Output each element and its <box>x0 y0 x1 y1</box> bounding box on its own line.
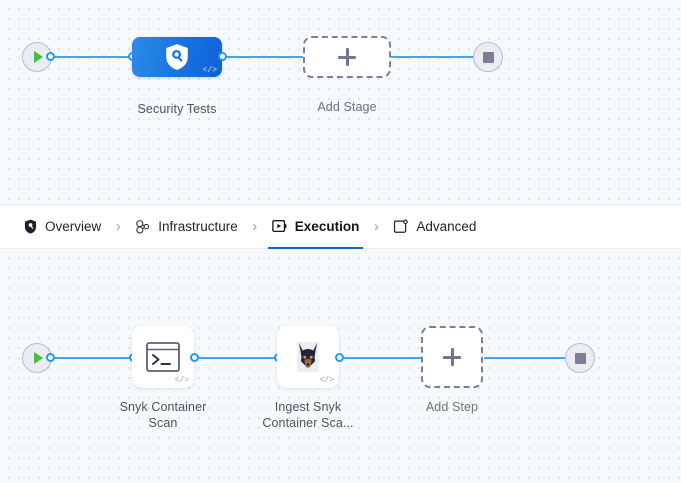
ingest-snyk-output-port[interactable] <box>335 353 344 362</box>
tab-overview-label: Overview <box>45 219 102 234</box>
step-caption-line2: Scan <box>148 416 178 430</box>
tab-execution[interactable]: Execution <box>267 205 364 250</box>
tab-overview[interactable]: Overview <box>18 205 105 249</box>
settings-box-icon <box>393 218 409 235</box>
add-stage-button[interactable] <box>303 36 391 78</box>
security-tests-output-port[interactable] <box>218 52 227 61</box>
stage-caption-security-tests: Security Tests <box>137 102 217 116</box>
step-code-badge: </> <box>319 376 334 385</box>
step-caption-line1: Add Step <box>425 400 479 414</box>
stage-code-badge: </> <box>202 66 217 75</box>
shield-search-icon <box>166 44 188 70</box>
snyk-container-scan-output-port[interactable] <box>190 353 199 362</box>
step-start-port[interactable] <box>46 353 55 362</box>
play-icon <box>34 51 43 63</box>
step-caption-add-step: Add Step <box>382 399 522 415</box>
step-caption-snyk-container-scan: Snyk Container Scan <box>93 399 233 431</box>
plus-icon <box>443 348 461 366</box>
stage-wire-security-to-add <box>214 56 304 58</box>
step-caption-line1: Ingest Snyk <box>274 400 342 414</box>
stage-caption-add-stage: Add Stage <box>317 100 377 114</box>
step-code-badge: </> <box>174 376 189 385</box>
stage-wire-start-to-security <box>48 56 140 58</box>
chevron-right-icon-2: › <box>252 218 258 235</box>
tab-advanced[interactable]: Advanced <box>389 205 480 249</box>
stop-icon <box>482 51 494 63</box>
stage-end-node[interactable] <box>473 42 503 72</box>
tab-infrastructure-label: Infrastructure <box>158 219 238 234</box>
step-caption-line2: Container Sca... <box>262 416 354 430</box>
step-wire-start-to-snyk <box>48 357 134 359</box>
stage-node-security-tests[interactable]: </> <box>132 37 222 77</box>
step-wire-add-to-end <box>484 357 570 359</box>
chevron-right-icon-3: › <box>373 218 379 235</box>
step-end-node[interactable] <box>565 343 595 373</box>
tab-execution-label: Execution <box>294 219 360 234</box>
stage-start-port[interactable] <box>46 52 55 61</box>
stage-canvas[interactable]: </> Security Tests Add Stage <box>0 0 681 204</box>
plus-icon <box>338 48 356 66</box>
step-node-snyk-container-scan[interactable]: </> <box>132 326 194 388</box>
stop-icon <box>574 352 586 364</box>
infrastructure-nodes-icon <box>135 219 151 235</box>
step-wire-snyk-to-ingest <box>195 357 281 359</box>
stage-wire-add-to-end <box>390 56 478 58</box>
execution-steps-canvas[interactable]: </> Snyk Container Scan </> Ingest Snyk <box>0 249 681 483</box>
step-wire-ingest-to-add <box>340 357 422 359</box>
step-caption-line1: Snyk Container <box>119 400 207 414</box>
play-icon <box>34 352 43 364</box>
chevron-right-icon-1: › <box>115 218 121 235</box>
stage-config-tabs[interactable]: Overview › Infrastructure › <box>0 204 681 250</box>
shield-icon <box>22 219 38 235</box>
step-node-ingest-snyk-container-scan[interactable]: </> <box>277 326 339 388</box>
step-caption-ingest-snyk: Ingest Snyk Container Sca... <box>238 399 378 431</box>
terminal-icon <box>146 342 180 372</box>
tab-infrastructure[interactable]: Infrastructure <box>131 205 242 249</box>
doberman-dog-icon <box>297 342 319 372</box>
tab-advanced-label: Advanced <box>416 219 477 234</box>
play-box-icon <box>272 219 288 235</box>
add-step-button[interactable] <box>421 326 483 388</box>
